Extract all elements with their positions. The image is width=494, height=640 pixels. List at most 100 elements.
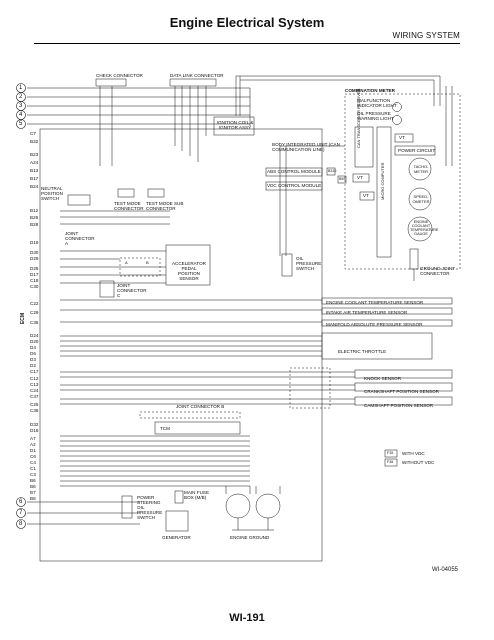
abs-code-2: B59 — [339, 177, 346, 181]
circle-label-8: 8 — [19, 521, 23, 527]
connector-code-a: A — [125, 260, 128, 265]
abs-code-box-1 — [326, 167, 336, 176]
coolant-temp-sensor-label: ENGINE COOLANT TEMPERATURE SENSOR — [326, 300, 424, 305]
check-connector-label: CHECK CONNECTOR — [96, 73, 143, 78]
micro-computer-label: MICRO COMPUTER — [380, 162, 385, 200]
connector-code-b: B — [146, 260, 149, 265]
diagram-code: WI-04055 — [431, 567, 458, 573]
can-transceiver-box — [354, 126, 374, 168]
circle-label-2: 2 — [19, 94, 23, 100]
abs-module-box — [265, 167, 323, 177]
pin-c36: C36 — [30, 408, 39, 413]
coolant-gauge — [407, 216, 433, 242]
ecm-label: ECM — [20, 312, 27, 325]
pin-b32: B32 — [30, 139, 39, 144]
combination-meter-label: COMBINATION METER — [345, 88, 395, 93]
main-fuse-box-label: MAIN FUSE BOX (M/B) — [184, 490, 210, 500]
pin-d3: D3 — [30, 357, 36, 362]
main-fuse-box — [174, 490, 184, 504]
sensor-wires — [60, 299, 355, 405]
accelerator-sensor-label: ACCELERATOR PEDAL POSITION SENSOR — [171, 261, 207, 281]
circle-label-1: 1 — [19, 85, 23, 91]
bottom-bundle — [60, 435, 250, 487]
pin-c18: C18 — [30, 278, 39, 283]
pin-d19: D19 — [30, 240, 39, 245]
legend-without-vdc: WITHOUT VDC — [402, 460, 435, 465]
pin-d30: D30 — [30, 250, 39, 255]
ground-joint-box — [409, 248, 419, 270]
pin-b28: B28 — [30, 222, 39, 227]
power-circuit-label: POWER CIRCUIT — [398, 148, 436, 153]
abs-code-1: B310 — [328, 169, 337, 173]
ignition-coil-label: IGNITION COIL & IGNITOR ASSY — [216, 120, 254, 130]
pin-c29: C29 — [30, 310, 39, 315]
neutral-switch-box — [67, 194, 91, 206]
pin-a24: A24 — [30, 160, 39, 165]
crankshaft-sensor-label: CRANKSHAFT POSITION SENSOR — [364, 389, 439, 394]
pin-c25: C25 — [30, 402, 39, 407]
tcm-box — [154, 421, 241, 435]
abs-module-label: ABS CONTROL MODULE — [267, 169, 321, 174]
electric-throttle-label: ELECTRIC THROTTLE — [338, 349, 387, 354]
pin-b8: B8 — [30, 496, 36, 501]
pin-c30: C30 — [30, 284, 39, 289]
pin-b17: B17 — [30, 176, 39, 181]
neutral-switch-label: NEUTRAL POSITION SWITCH — [41, 186, 63, 201]
pin-b7: B7 — [30, 490, 36, 495]
pin-b23: B23 — [30, 152, 39, 157]
vdc-module-label: VDC CONTROL MODULE — [267, 183, 322, 188]
intake-temp-sensor-label: INTAKE AIR TEMPERATURE SENSOR — [326, 310, 408, 315]
speedometer-label: SPEED-OMETER — [412, 194, 430, 204]
joint-connector-b-label: JOINT CONNECTOR B — [176, 404, 225, 409]
micro-computer-box — [376, 126, 392, 258]
pin-b13: B13 — [30, 168, 39, 173]
coolant-gauge-label: ENGINE COOLANT TEMPERATURE GAUGE — [410, 220, 439, 236]
knock-sensor-label: KNOCK SENSOR — [364, 376, 402, 381]
map-sensor-label: MANIFOLD ABSOLUTE PRESSURE SENSOR — [326, 322, 423, 327]
pin-d17: D17 — [30, 272, 39, 277]
legend-box-2 — [384, 458, 398, 467]
oil-pressure-switch-box — [281, 253, 293, 277]
pin-c37: C37 — [30, 394, 39, 399]
generator-label: GENERATOR — [162, 535, 191, 540]
legend-with-vdc: WITH VDC — [402, 451, 425, 456]
ecm-outline — [39, 128, 323, 562]
generator-box — [165, 510, 189, 532]
engine-ground-2 — [255, 493, 281, 519]
wiring-diagram — [16, 75, 461, 562]
pin-c3: C3 — [30, 472, 36, 477]
pin-d2: D2 — [30, 363, 36, 368]
circle-markers — [16, 83, 26, 529]
pin-d18: D18 — [30, 428, 39, 433]
pin-d20: D20 — [30, 339, 39, 344]
combination-meter-box — [344, 93, 461, 270]
circle-label-6: 6 — [19, 499, 23, 505]
power-circuit-box — [394, 145, 436, 156]
pin-b24: B24 — [30, 184, 39, 189]
section-label: WIRING SYSTEM — [392, 31, 460, 40]
pin-d29: D29 — [30, 256, 39, 261]
pin-d1: D1 — [30, 448, 36, 453]
vt-box-2 — [359, 191, 375, 201]
data-link-connector-block — [169, 78, 217, 87]
pin-c4: C4 — [30, 460, 36, 465]
joint-connector-c-box — [99, 280, 115, 298]
circle-label-4: 4 — [19, 112, 23, 118]
vt-label-2: VT — [363, 193, 369, 198]
pin-c1: C1 — [30, 466, 36, 471]
vdc-module-box — [265, 181, 323, 191]
vt-box-3 — [394, 133, 414, 143]
vt-box-1 — [352, 173, 370, 183]
legend-code-1: F35 — [387, 451, 394, 455]
power-steering-switch-box — [121, 495, 133, 519]
page-number: WI-191 — [229, 612, 265, 624]
pin-c13: C13 — [30, 382, 39, 387]
tcm-label: TCM — [160, 426, 170, 431]
test-mode-connector-box — [117, 188, 135, 198]
pin-d24: D24 — [30, 333, 39, 338]
oil-pressure-warning-label: OIL PRESSURE WARNING LIGHT — [357, 111, 394, 121]
pin-b6a: B6 — [30, 478, 36, 483]
pin-c6: C6 — [30, 454, 36, 459]
oil-pressure-lamp — [392, 115, 402, 125]
pin-b6b: B6 — [30, 484, 36, 489]
